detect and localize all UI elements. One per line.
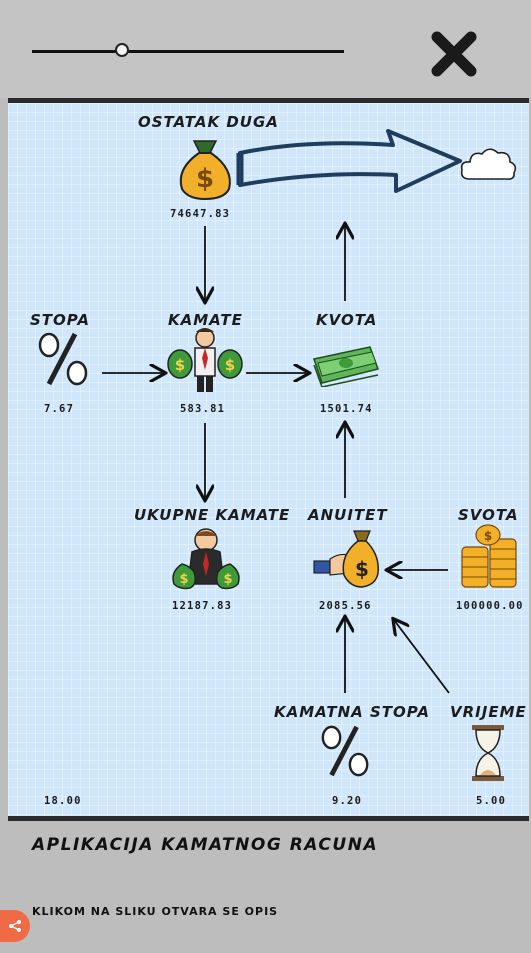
slider-thumb[interactable]: [115, 43, 130, 57]
coin-stacks-icon[interactable]: $: [460, 523, 520, 589]
businessman-money-icon[interactable]: $ $: [166, 326, 244, 394]
svg-text:$: $: [225, 356, 235, 374]
ukupne-kamate-value: 12187.83: [172, 600, 233, 612]
kvota-value: 1501.74: [320, 403, 373, 415]
money-bag-icon[interactable]: $: [174, 135, 236, 201]
hint-text: KLIKOM NA SLIKU OTVARA SE OPIS: [32, 905, 279, 918]
ostatak-duga-label: OSTATAK DUGA: [138, 113, 279, 131]
big-arrow: [238, 129, 462, 193]
share-button[interactable]: [0, 910, 30, 942]
kvota-label: KVOTA: [316, 311, 378, 329]
ostatak-duga-value: 74647.83: [170, 208, 231, 220]
kamatna-stopa-label: KAMATNA STOPA: [274, 703, 430, 721]
bottom-divider: [8, 816, 529, 821]
rich-man-icon[interactable]: $ $: [168, 526, 244, 592]
vrijeme-value: 5.00: [476, 795, 507, 807]
kamate-value: 583.81: [180, 403, 226, 415]
banknote-stack-icon[interactable]: [310, 343, 382, 387]
ukupne-kamate-label: UKUPNE KAMATE: [134, 506, 291, 524]
svg-text:$: $: [355, 557, 369, 581]
anuitet-value: 2085.56: [319, 600, 372, 612]
app-title: APLIKACIJA KAMATNOG RACUNA: [32, 835, 379, 855]
anuitet-label: ANUITET: [308, 506, 388, 524]
stopa-value: 7.67: [44, 403, 75, 415]
diagram-board: OSTATAK DUGA $ 74647.83 STOPA 7.67 KAMAT…: [8, 103, 529, 816]
kamatna-stopa-value: 9.20: [332, 795, 363, 807]
slider-track[interactable]: [32, 50, 344, 53]
stopa-label: STOPA: [30, 311, 91, 329]
vrijeme-label: VRIJEME: [450, 703, 527, 721]
svota-value: 100000.00: [456, 600, 524, 612]
cloud-icon[interactable]: [458, 143, 520, 185]
top-bar: [0, 0, 531, 98]
share-icon: [9, 920, 21, 932]
svg-text:$: $: [196, 164, 214, 194]
svota-label: SVOTA: [458, 506, 519, 524]
svg-text:$: $: [179, 572, 188, 587]
hand-money-bag-icon[interactable]: $: [312, 523, 380, 591]
percent-icon[interactable]: [318, 723, 374, 779]
svg-text:$: $: [223, 572, 232, 587]
arrows-overlay: [102, 129, 462, 694]
hourglass-icon[interactable]: [470, 723, 506, 783]
top-divider: [8, 98, 529, 103]
svg-text:$: $: [484, 529, 492, 543]
percent-icon[interactable]: [35, 330, 93, 388]
close-button[interactable]: [424, 24, 484, 84]
close-icon: [431, 31, 477, 77]
extra-value: 18.00: [44, 795, 82, 807]
kamate-label: KAMATE: [168, 311, 243, 329]
svg-text:$: $: [175, 356, 185, 374]
footer-panel: APLIKACIJA KAMATNOG RACUNA KLIKOM NA SLI…: [0, 821, 531, 953]
